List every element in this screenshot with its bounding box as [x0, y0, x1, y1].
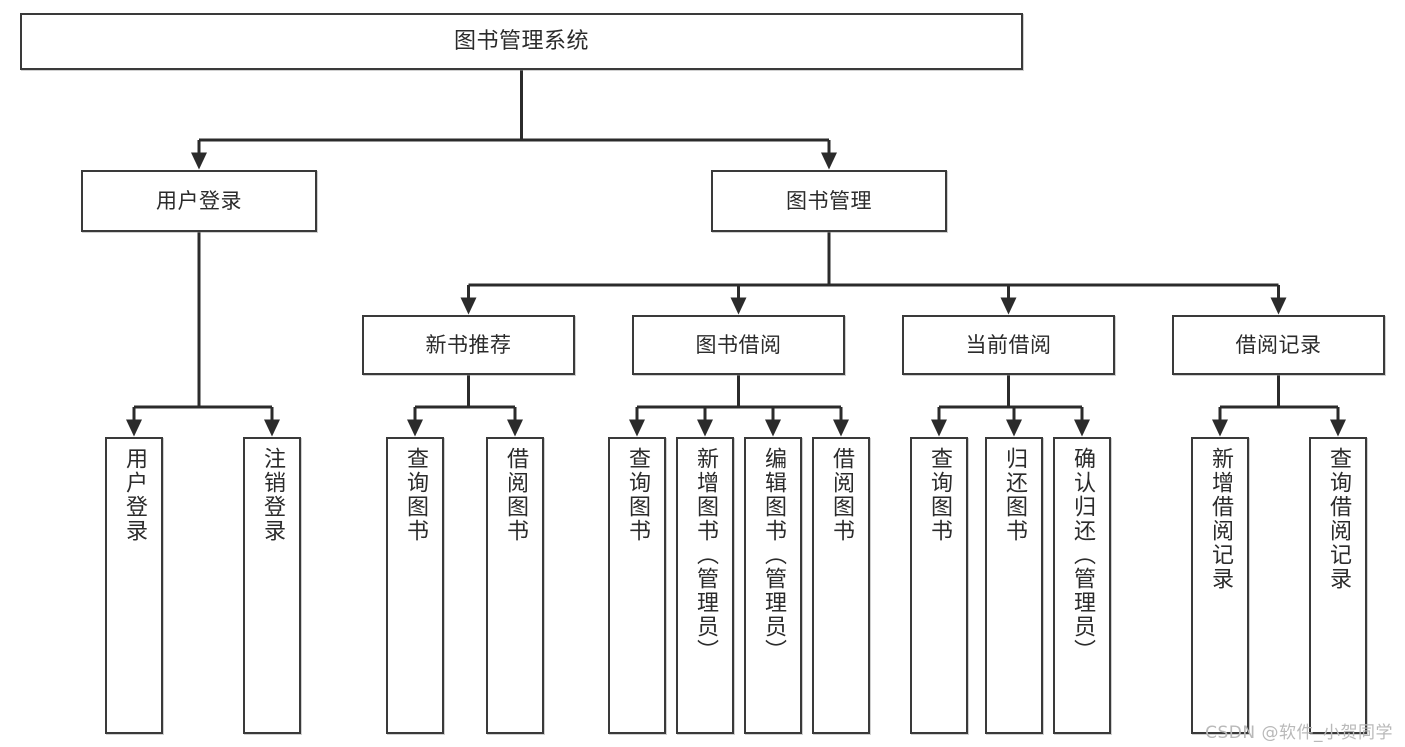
- node-label: 用户登录: [156, 188, 242, 213]
- node-label: 图书借阅: [695, 332, 782, 357]
- node-user-login[interactable]: 用户登录: [81, 170, 317, 232]
- node-leaf-query-book-2[interactable]: 查询图书: [608, 437, 666, 734]
- node-book-borrowing[interactable]: 图书借阅: [632, 315, 845, 375]
- node-leaf-query-book-1[interactable]: 查询图书: [386, 437, 444, 734]
- watermark-text: CSDN @软件_小贺同学: [1205, 723, 1393, 743]
- node-leaf-query-borrow-record[interactable]: 查询借阅记录: [1309, 437, 1367, 734]
- node-leaf-logout[interactable]: 注销登录: [243, 437, 301, 734]
- node-label: 归还图书: [1002, 447, 1027, 543]
- node-label: 注销登录: [260, 447, 285, 543]
- node-leaf-add-borrow-record[interactable]: 新增借阅记录: [1191, 437, 1249, 734]
- node-label: 新增图书（管理员）: [693, 447, 718, 663]
- node-leaf-add-book-admin[interactable]: 新增图书（管理员）: [676, 437, 734, 734]
- node-leaf-borrow-book-2[interactable]: 借阅图书: [812, 437, 870, 734]
- node-label: 新增借阅记录: [1208, 447, 1233, 591]
- node-label: 用户登录: [122, 447, 147, 543]
- node-current-borrowing[interactable]: 当前借阅: [902, 315, 1115, 375]
- node-leaf-edit-book-admin[interactable]: 编辑图书（管理员）: [744, 437, 802, 734]
- node-label: 借阅记录: [1235, 332, 1322, 357]
- node-label: 图书管理系统: [453, 28, 589, 54]
- node-leaf-user-login[interactable]: 用户登录: [105, 437, 163, 734]
- node-label: 当前借阅: [965, 332, 1052, 357]
- node-book-management-system[interactable]: 图书管理系统: [20, 13, 1023, 70]
- node-label: 新书推荐: [425, 332, 512, 357]
- node-label: 借阅图书: [503, 447, 528, 543]
- node-leaf-return-book[interactable]: 归还图书: [985, 437, 1043, 734]
- node-label: 借阅图书: [829, 447, 854, 543]
- node-label: 确认归还（管理员）: [1070, 447, 1095, 663]
- node-label: 图书管理: [786, 188, 872, 213]
- node-label: 查询图书: [625, 447, 650, 543]
- node-book-management[interactable]: 图书管理: [711, 170, 947, 232]
- node-leaf-query-book-3[interactable]: 查询图书: [910, 437, 968, 734]
- node-label: 查询图书: [403, 447, 428, 543]
- node-label: 查询图书: [927, 447, 952, 543]
- node-label: 查询借阅记录: [1326, 447, 1351, 591]
- node-label: 编辑图书（管理员）: [761, 447, 786, 663]
- node-leaf-confirm-return-admin[interactable]: 确认归还（管理员）: [1053, 437, 1111, 734]
- node-new-book-recommendation[interactable]: 新书推荐: [362, 315, 575, 375]
- node-borrowing-record[interactable]: 借阅记录: [1172, 315, 1385, 375]
- node-leaf-borrow-book-1[interactable]: 借阅图书: [486, 437, 544, 734]
